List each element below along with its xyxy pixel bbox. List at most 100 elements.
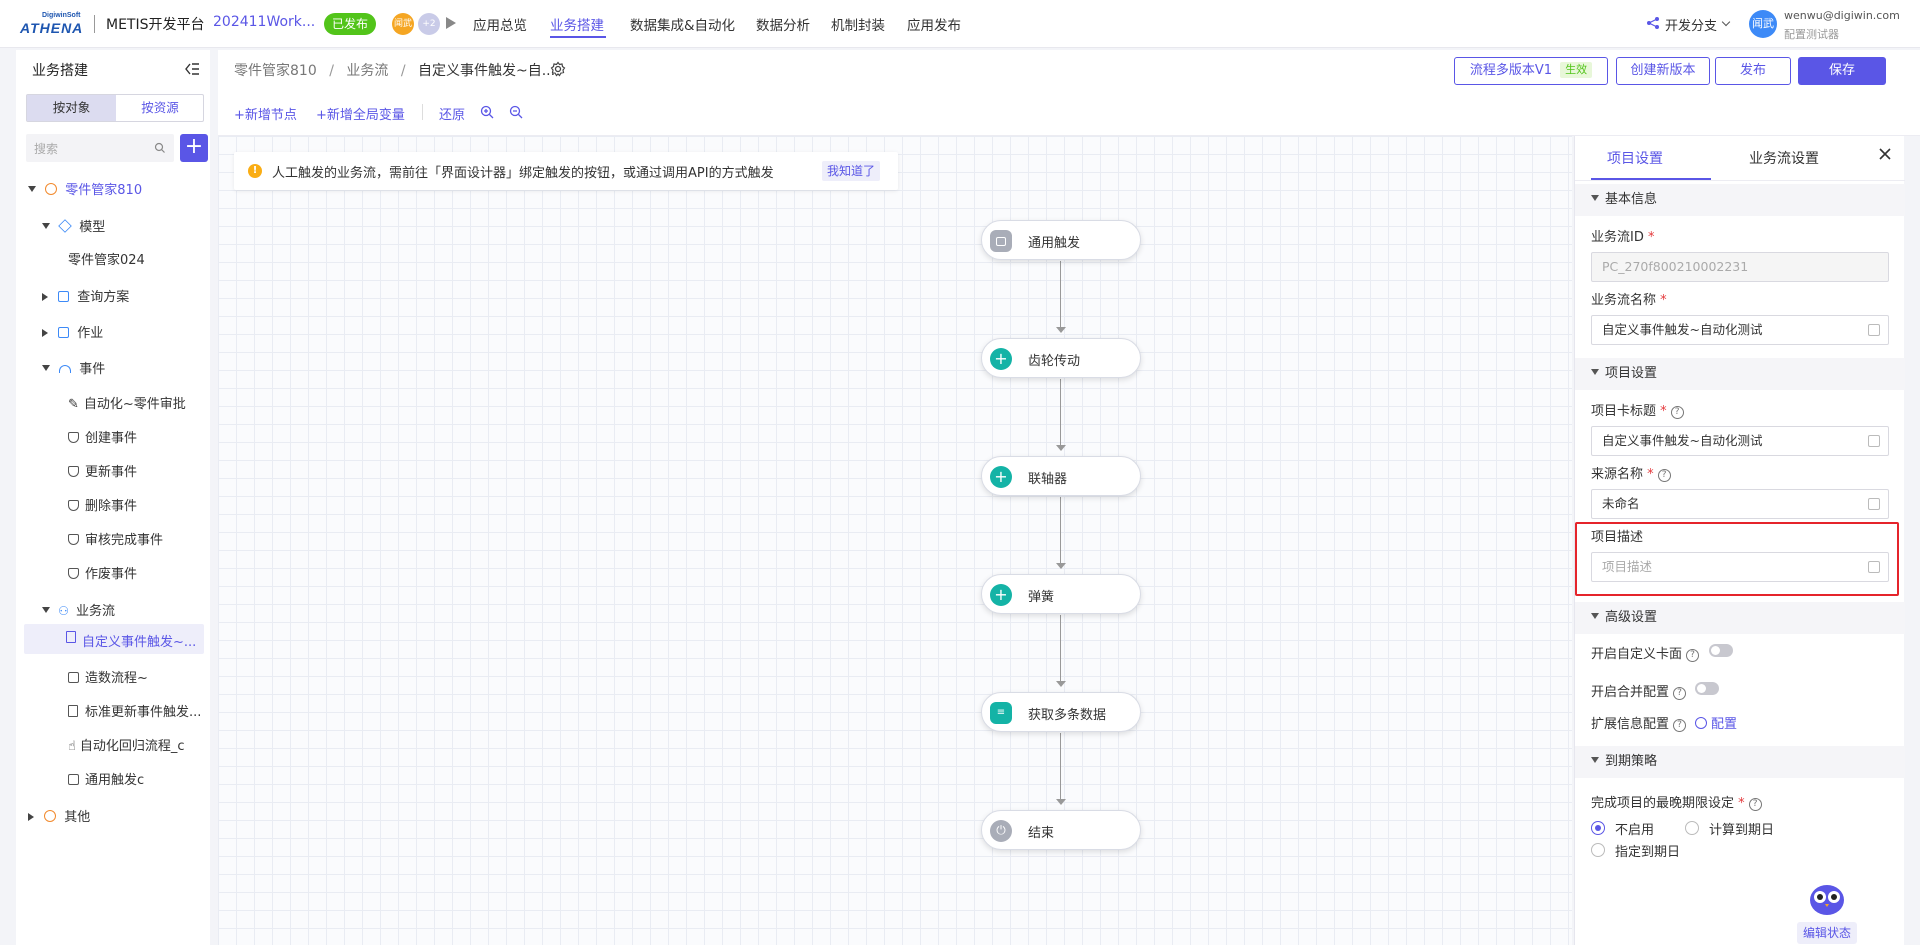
merge-config-toggle[interactable] (1695, 682, 1719, 695)
caret-down-icon[interactable] (1591, 757, 1599, 763)
version-dropdown[interactable]: 流程多版本V1 生效 (1454, 57, 1608, 85)
tree-event-item[interactable]: 审核完成事件 (68, 529, 163, 548)
tab-by-resource[interactable]: 按资源 (141, 100, 179, 115)
tab-flow-settings[interactable]: 业务流设置 (1749, 151, 1819, 167)
nav-business-build[interactable]: 业务搭建 (550, 18, 604, 34)
breadcrumb-item[interactable]: 零件管家810 (234, 63, 317, 79)
custom-card-toggle[interactable] (1709, 644, 1733, 657)
radio-specify[interactable] (1591, 843, 1605, 857)
restore-button[interactable]: 还原 (439, 108, 466, 123)
tree-flow[interactable]: ⚇ 业务流 (42, 600, 115, 619)
tree-other[interactable]: 其他 (28, 806, 90, 825)
section-expiry[interactable]: 到期策略 (1575, 746, 1905, 778)
help-icon[interactable]: ? (1686, 649, 1700, 662)
nav-app-overview[interactable]: 应用总览 (473, 18, 527, 34)
tree-query[interactable]: 查询方案 (42, 286, 129, 305)
acknowledge-button[interactable]: 我知道了 (822, 161, 881, 181)
chevron-down-icon[interactable] (1721, 17, 1731, 27)
nav-data-integration[interactable]: 数据集成&自动化 (630, 18, 736, 34)
section-basic-info[interactable]: 基本信息 (1575, 184, 1905, 216)
zoom-out-icon[interactable] (509, 105, 523, 119)
copy-icon[interactable] (1868, 324, 1880, 336)
search-input[interactable]: 搜索 (26, 134, 174, 162)
zoom-in-icon[interactable] (480, 105, 494, 119)
flow-name-field[interactable]: 自定义事件触发~自动化测试 (1591, 315, 1889, 345)
help-icon[interactable]: ? (1673, 719, 1687, 732)
copy-icon[interactable] (1868, 498, 1880, 510)
tree-event-item[interactable]: ✎自动化~零件审批 (68, 397, 186, 412)
custom-card-label: 开启自定义卡面? (1591, 643, 1700, 662)
copy-icon[interactable] (1868, 435, 1880, 447)
add-node-button[interactable]: +新增节点 (234, 108, 297, 123)
help-icon[interactable]: ? (1670, 406, 1684, 419)
caret-down-icon[interactable] (42, 223, 50, 229)
copy-icon[interactable] (1868, 561, 1880, 573)
tree-event-item[interactable]: 创建事件 (68, 427, 137, 446)
tree-event-item[interactable]: 更新事件 (68, 461, 137, 480)
tab-by-object[interactable]: 按对象 (27, 95, 116, 121)
caret-down-icon[interactable] (42, 365, 50, 371)
description-field[interactable]: 项目描述 (1591, 552, 1889, 582)
tree-event-item[interactable]: 删除事件 (68, 495, 137, 514)
caret-right-icon[interactable] (42, 293, 48, 301)
athena-logo[interactable]: DigiwinSoft ATHENA (20, 12, 84, 36)
help-icon[interactable]: ? (1748, 798, 1762, 811)
caret-down-icon[interactable] (1591, 195, 1599, 201)
flow-canvas[interactable] (218, 136, 1572, 945)
help-icon[interactable]: ? (1673, 687, 1687, 700)
breadcrumb-item[interactable]: 业务流 (346, 63, 389, 79)
tree-root[interactable]: 零件管家810 (28, 179, 142, 198)
flow-node-end[interactable]: ⏻ 结束 (981, 810, 1141, 850)
caret-down-icon[interactable] (1591, 613, 1599, 619)
section-project-settings[interactable]: 项目设置 (1575, 358, 1905, 390)
nav-app-publish[interactable]: 应用发布 (907, 18, 961, 34)
section-advanced[interactable]: 高级设置 (1575, 602, 1905, 634)
nav-data-analysis[interactable]: 数据分析 (756, 18, 810, 34)
caret-down-icon[interactable] (1591, 369, 1599, 375)
assistant-owl-icon[interactable] (1807, 880, 1847, 916)
tree-job[interactable]: 作业 (42, 322, 103, 341)
caret-down-icon[interactable] (42, 607, 50, 613)
radio-disabled[interactable] (1591, 821, 1605, 835)
flow-node-coupling[interactable]: + 联轴器 (981, 456, 1141, 496)
add-button[interactable]: + (180, 134, 208, 162)
caret-down-icon[interactable] (28, 186, 36, 192)
tab-project-settings[interactable]: 项目设置 (1607, 151, 1663, 167)
settings-icon[interactable] (550, 61, 566, 77)
app-name[interactable]: 202411Work... (213, 14, 316, 30)
source-name-field[interactable]: 未命名 (1591, 489, 1889, 519)
tree-model[interactable]: 模型 (42, 216, 105, 235)
publish-button[interactable]: 发布 (1715, 57, 1791, 85)
tree-event-item[interactable]: 作废事件 (68, 563, 137, 582)
help-icon[interactable]: ? (1657, 469, 1671, 482)
config-link[interactable]: 配置 (1695, 713, 1737, 732)
tree-event[interactable]: 事件 (42, 358, 105, 377)
save-button[interactable]: 保存 (1798, 57, 1886, 85)
add-global-var-button[interactable]: +新增全局变量 (316, 108, 405, 123)
caret-right-icon[interactable] (42, 329, 48, 337)
flow-node-get-data[interactable]: ≡ 获取多条数据 (981, 692, 1141, 732)
new-version-button[interactable]: 创建新版本 (1616, 57, 1710, 85)
branch-selector[interactable]: 开发分支 (1665, 19, 1718, 34)
user-avatar[interactable]: 闻武 (1749, 10, 1777, 38)
close-icon[interactable] (1877, 146, 1893, 162)
caret-right-icon[interactable] (28, 813, 34, 821)
flow-node-trigger[interactable]: 通用触发 (981, 220, 1141, 260)
more-collaborators-badge[interactable]: +2 (418, 13, 440, 35)
nav-mechanism[interactable]: 机制封装 (831, 18, 885, 34)
radio-calculate[interactable] (1685, 821, 1699, 835)
card-title-field[interactable]: 自定义事件触发~自动化测试 (1591, 426, 1889, 456)
flow-icon: ⚇ (58, 604, 69, 618)
tree-flow-item-selected[interactable]: 自定义事件触发~... (24, 624, 204, 654)
flow-node-gear[interactable]: + 齿轮传动 (981, 338, 1141, 378)
play-icon[interactable] (446, 17, 456, 29)
flow-node-spring[interactable]: + 弹簧 (981, 574, 1141, 614)
tree-flow-item[interactable]: 标准更新事件触发... (68, 701, 201, 720)
tree-flow-item[interactable]: 通用触发c (68, 769, 144, 788)
tree-flow-item[interactable]: ☝自动化回归流程_c (68, 739, 185, 754)
tree-flow-item[interactable]: 造数流程~ (68, 667, 148, 686)
edit-status-badge[interactable]: 编辑状态 (1797, 922, 1858, 944)
tree-model-child[interactable]: 零件管家024 (68, 253, 145, 268)
collaborator-avatar[interactable]: 闻武 (392, 13, 414, 35)
collapse-sidebar-icon[interactable] (184, 62, 200, 76)
